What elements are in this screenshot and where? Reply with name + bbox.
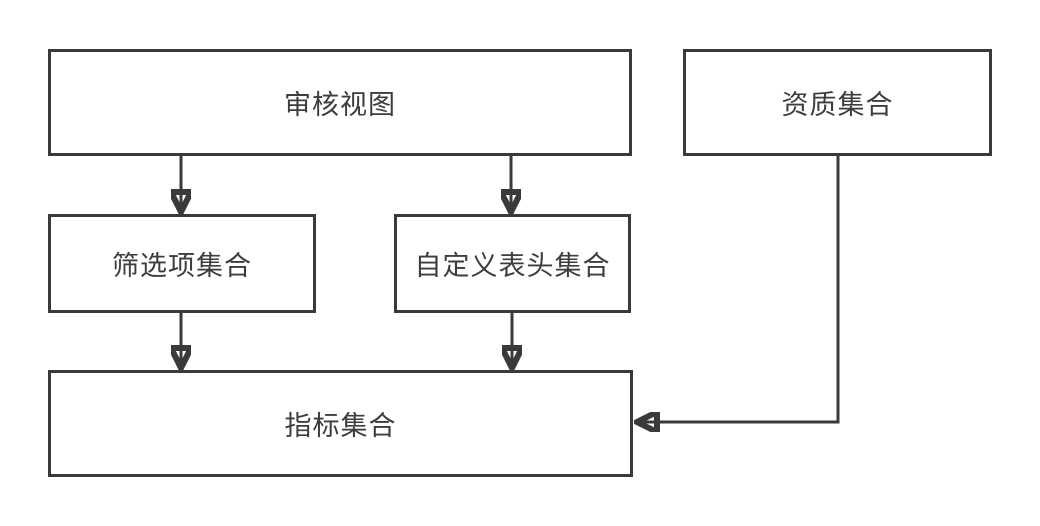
node-indicator-set-label: 指标集合 <box>284 411 397 441</box>
node-review-view-label: 审核视图 <box>284 90 396 120</box>
node-filter-options-set-label: 筛选项集合 <box>112 251 252 281</box>
node-review-view: 审核视图 <box>48 49 632 156</box>
node-qualification-set-label: 资质集合 <box>781 90 894 120</box>
node-indicator-set: 指标集合 <box>48 370 633 477</box>
node-custom-header-set-label: 自定义表头集合 <box>414 251 611 281</box>
node-custom-header-set: 自定义表头集合 <box>394 214 631 313</box>
node-filter-options-set: 筛选项集合 <box>48 214 316 313</box>
arrow-qualification-to-indicator <box>637 156 840 422</box>
node-qualification-set: 资质集合 <box>683 49 992 156</box>
